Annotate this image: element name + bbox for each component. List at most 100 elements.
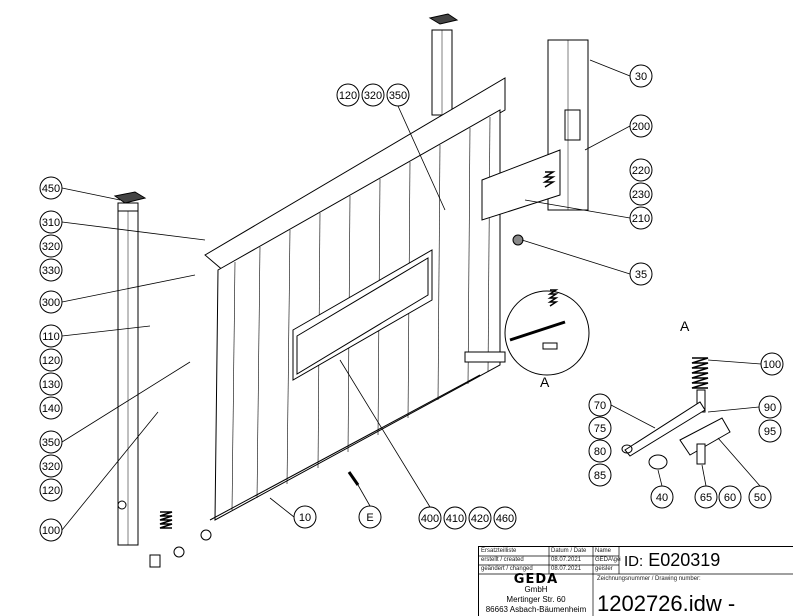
callout-140: 140 [39, 396, 63, 420]
callout-label: 120 [339, 90, 357, 102]
callout-circle [758, 419, 782, 443]
callout-330: 330 [39, 258, 63, 282]
callout-450: 450 [39, 176, 63, 200]
callout-35: 35 [629, 262, 653, 286]
callout-label: 10 [299, 512, 311, 524]
id-value: E020319 [648, 550, 721, 570]
company-city: 86663 Asbach-Bäumenheim [485, 605, 587, 614]
created-label: erstellt / created [481, 557, 524, 563]
callout-label: 320 [42, 241, 60, 253]
callout-310: 310 [39, 210, 63, 234]
callout-E: E [358, 505, 382, 529]
callout-label: 120 [42, 355, 60, 367]
created-name: GEDA\geisler [595, 557, 621, 563]
drawing-number-label: Zeichnungsnummer / Drawing number: [597, 576, 701, 582]
callout-circle [293, 505, 317, 529]
callout-label: 200 [632, 121, 650, 133]
callout-circle [718, 485, 742, 509]
detail-label-a-left: A [540, 374, 550, 390]
callout-circle [758, 395, 782, 419]
callout-circle [629, 114, 653, 138]
callout-65: 65 [694, 485, 718, 509]
callout-label: 350 [389, 90, 407, 102]
header-name: Name [595, 548, 612, 554]
callout-circle [39, 396, 63, 420]
callout-label: 70 [594, 400, 606, 412]
callout-circle [748, 485, 772, 509]
callout-label: 220 [632, 165, 650, 177]
callout-210: 210 [629, 206, 653, 230]
callout-label: E [366, 512, 373, 524]
callout-circle [629, 206, 653, 230]
callout-label: 410 [446, 513, 464, 525]
callout-label: 75 [594, 423, 606, 435]
callout-230: 230 [629, 182, 653, 206]
callout-circle [39, 454, 63, 478]
callout-circle [39, 234, 63, 258]
callout-75: 75 [588, 416, 612, 440]
callout-circle [629, 262, 653, 286]
callout-circle [694, 485, 718, 509]
callout-circle [39, 430, 63, 454]
callout-circle [39, 290, 63, 314]
callout-410: 410 [443, 506, 467, 530]
callout-label: 350 [42, 437, 60, 449]
detail-a-inset [504, 289, 590, 376]
callout-320: 320 [39, 454, 63, 478]
callout-circle [588, 463, 612, 487]
callout-label: 460 [496, 513, 514, 525]
changed-label: geändert / changed [481, 566, 533, 572]
callout-85: 85 [588, 463, 612, 487]
callout-30: 30 [629, 64, 653, 88]
callout-label: 140 [42, 403, 60, 415]
callout-50: 50 [748, 485, 772, 509]
callout-label: 35 [635, 269, 647, 281]
company-block: GEDA GmbH Mertinger Str. 60 86663 Asbach… [479, 572, 593, 615]
callout-label: 420 [471, 513, 489, 525]
callout-60: 60 [718, 485, 742, 509]
callout-80: 80 [588, 439, 612, 463]
callout-95: 95 [758, 419, 782, 443]
title-block: Ersatzteilliste Datum / Date Name erstel… [478, 546, 793, 616]
created-date: 08.07.2021 [551, 557, 582, 563]
callout-layer: 4503103203303001101201301403503201201001… [39, 64, 784, 542]
callout-circle [418, 506, 442, 530]
callout-350: 350 [386, 83, 410, 107]
callout-circle [386, 83, 410, 107]
callout-label: 310 [42, 217, 60, 229]
callout-circle [650, 485, 674, 509]
left-post [113, 191, 147, 546]
callout-label: 50 [754, 492, 766, 504]
callout-circle [629, 64, 653, 88]
callout-label: 100 [42, 525, 60, 537]
callout-120: 120 [39, 348, 63, 372]
callout-circle [39, 258, 63, 282]
id-label: ID: [624, 553, 644, 570]
callout-120: 120 [336, 83, 360, 107]
callout-circle [336, 83, 360, 107]
callout-circle [760, 352, 784, 376]
callout-10: 10 [293, 505, 317, 529]
center-post [428, 13, 459, 116]
callout-label: 90 [764, 402, 776, 414]
callout-circle [39, 324, 63, 348]
callout-label: 60 [724, 492, 736, 504]
callout-label: 320 [364, 90, 382, 102]
callout-460: 460 [493, 506, 517, 530]
callout-220: 220 [629, 158, 653, 182]
callout-circle [468, 506, 492, 530]
callout-circle [39, 348, 63, 372]
callout-320: 320 [39, 234, 63, 258]
callout-circle [443, 506, 467, 530]
callout-circle [358, 505, 382, 529]
callout-label: 30 [635, 71, 647, 83]
detail-parts [621, 357, 731, 470]
callout-300: 300 [39, 290, 63, 314]
callout-90: 90 [758, 395, 782, 419]
title-block-grid [479, 547, 793, 616]
callout-label: 80 [594, 446, 606, 458]
callout-200: 200 [629, 114, 653, 138]
gate-panel [200, 77, 506, 541]
geda-logo: GEDA [513, 572, 559, 587]
